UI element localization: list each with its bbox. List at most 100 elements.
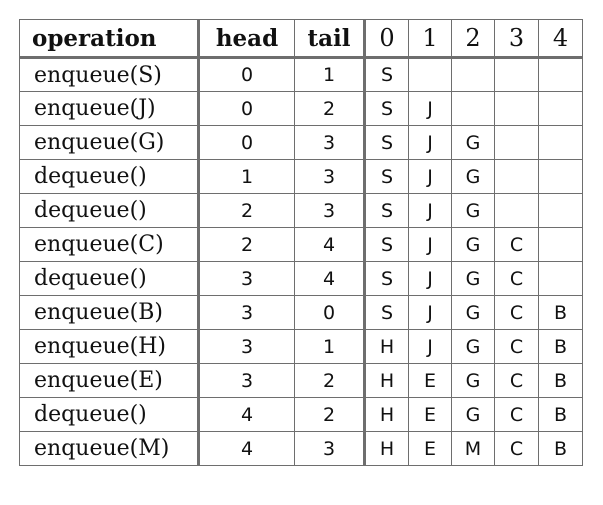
array-slot-0: H (364, 329, 409, 364)
array-slot-4: B (538, 431, 583, 466)
head-cell: 2 (198, 193, 295, 228)
tail-cell: 3 (294, 193, 366, 228)
header-index-3: 3 (494, 19, 539, 59)
tail-cell: 0 (294, 295, 366, 330)
array-slot-1: J (408, 91, 452, 126)
tail-cell: 3 (294, 431, 366, 466)
array-slot-3 (494, 193, 539, 228)
operation-cell: enqueue(E) (19, 363, 200, 398)
header-head: head (198, 19, 295, 59)
array-slot-2: M (451, 431, 495, 466)
array-slot-4 (538, 159, 583, 194)
array-slot-2: G (451, 363, 495, 398)
array-slot-4: B (538, 363, 583, 398)
tail-cell: 4 (294, 261, 366, 296)
array-slot-3: C (494, 329, 539, 364)
tail-cell: 3 (294, 125, 366, 160)
array-slot-2: G (451, 397, 495, 432)
head-cell: 0 (198, 57, 295, 92)
array-slot-2: G (451, 329, 495, 364)
array-slot-1: J (408, 159, 452, 194)
array-slot-2 (451, 91, 495, 126)
operation-cell: enqueue(B) (19, 295, 200, 330)
head-cell: 0 (198, 91, 295, 126)
array-slot-0: S (364, 193, 409, 228)
array-slot-1: E (408, 363, 452, 398)
array-slot-3: C (494, 227, 539, 262)
operation-cell: enqueue(G) (19, 125, 200, 160)
array-slot-4 (538, 57, 583, 92)
queue-operations-table: operation head tail 0 1 2 3 4 enqueue(S)… (19, 19, 583, 466)
array-slot-4: B (538, 397, 583, 432)
head-cell: 4 (198, 431, 295, 466)
array-slot-1: E (408, 431, 452, 466)
array-slot-0: S (364, 57, 409, 92)
operation-cell: enqueue(S) (19, 57, 200, 92)
array-slot-0: S (364, 261, 409, 296)
array-slot-3: C (494, 295, 539, 330)
array-slot-1: J (408, 227, 452, 262)
tail-cell: 2 (294, 363, 366, 398)
array-slot-2 (451, 57, 495, 92)
array-slot-3: C (494, 397, 539, 432)
array-slot-0: S (364, 125, 409, 160)
array-slot-2: G (451, 193, 495, 228)
header-tail: tail (294, 19, 366, 59)
header-index-1: 1 (408, 19, 452, 59)
array-slot-2: G (451, 125, 495, 160)
tail-cell: 4 (294, 227, 366, 262)
array-slot-3 (494, 57, 539, 92)
header-row: operation head tail 0 1 2 3 4 (19, 19, 583, 59)
operation-cell: dequeue() (19, 397, 200, 432)
header-index-4: 4 (538, 19, 583, 59)
operation-cell: enqueue(M) (19, 431, 200, 466)
operation-cell: dequeue() (19, 193, 200, 228)
array-slot-2: G (451, 227, 495, 262)
head-cell: 2 (198, 227, 295, 262)
array-slot-0: H (364, 431, 409, 466)
operation-cell: enqueue(H) (19, 329, 200, 364)
head-cell: 3 (198, 363, 295, 398)
array-slot-0: S (364, 295, 409, 330)
array-slot-1: E (408, 397, 452, 432)
array-slot-0: H (364, 397, 409, 432)
head-cell: 0 (198, 125, 295, 160)
array-slot-3 (494, 159, 539, 194)
array-slot-4: B (538, 329, 583, 364)
head-cell: 4 (198, 397, 295, 432)
array-slot-0: S (364, 91, 409, 126)
array-slot-0: H (364, 363, 409, 398)
header-index-0: 0 (364, 19, 409, 59)
array-slot-3: C (494, 363, 539, 398)
head-cell: 3 (198, 295, 295, 330)
operation-cell: enqueue(J) (19, 91, 200, 126)
operation-cell: dequeue() (19, 261, 200, 296)
array-slot-0: S (364, 227, 409, 262)
tail-cell: 1 (294, 57, 366, 92)
array-slot-3: C (494, 261, 539, 296)
array-slot-4 (538, 91, 583, 126)
array-slot-2: G (451, 295, 495, 330)
header-operation: operation (19, 19, 200, 59)
head-cell: 1 (198, 159, 295, 194)
operation-cell: enqueue(C) (19, 227, 200, 262)
array-slot-3: C (494, 431, 539, 466)
array-slot-4 (538, 227, 583, 262)
array-slot-2: G (451, 261, 495, 296)
operation-cell: dequeue() (19, 159, 200, 194)
header-index-2: 2 (451, 19, 495, 59)
array-slot-3 (494, 91, 539, 126)
array-slot-4 (538, 261, 583, 296)
array-slot-4 (538, 193, 583, 228)
